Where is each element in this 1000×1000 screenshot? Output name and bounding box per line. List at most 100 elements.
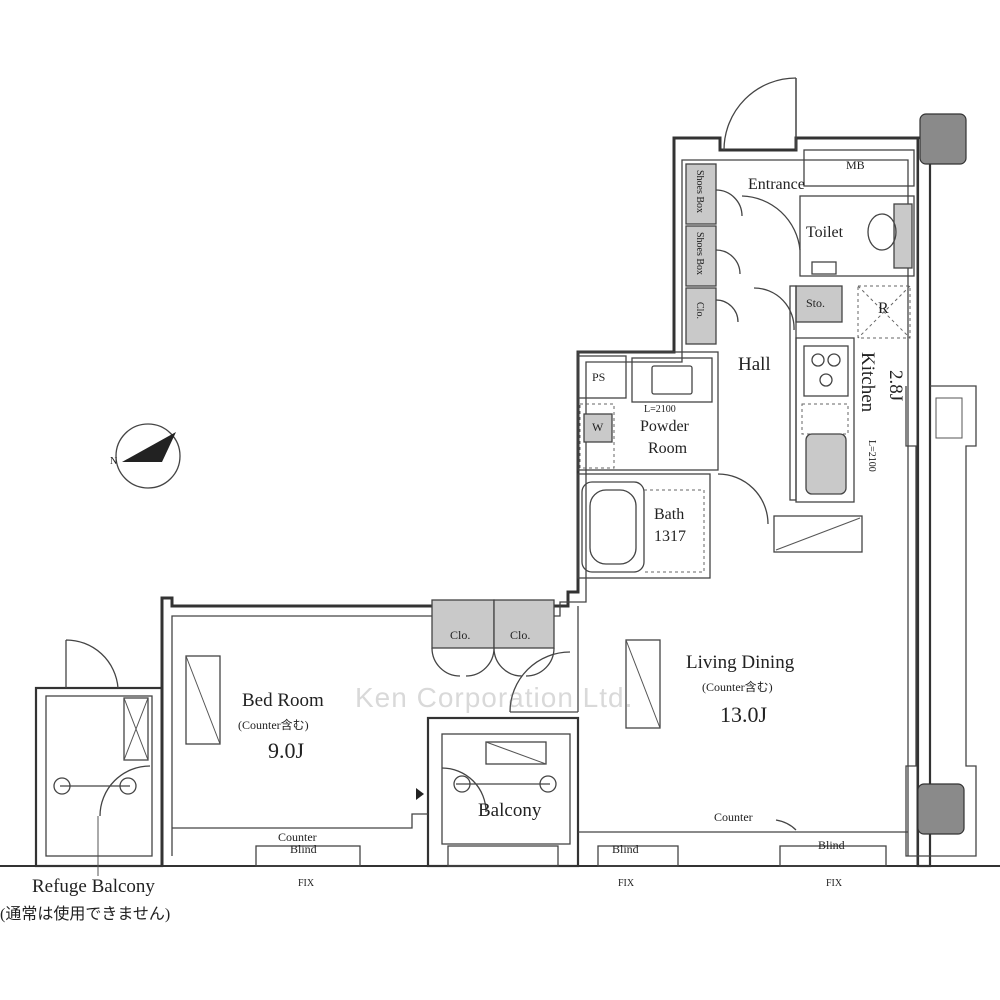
bathtub-inner bbox=[589, 489, 637, 565]
refuge-balcony-outer bbox=[34, 686, 164, 868]
fix-2-label: FIX bbox=[618, 878, 635, 889]
closet-door-swings-2 bbox=[431, 647, 555, 677]
living-wall-panel bbox=[625, 639, 661, 729]
mb-box bbox=[803, 149, 915, 187]
fix-1-label: FIX bbox=[298, 878, 315, 889]
kitchen-sink bbox=[805, 433, 847, 495]
toilet-tank bbox=[893, 203, 913, 269]
living-door-swing bbox=[509, 651, 571, 713]
powder-room-label-2: Room bbox=[648, 440, 688, 457]
refuge-balcony-label: Refuge Balcony bbox=[32, 876, 155, 897]
bath-label: Bath bbox=[654, 506, 685, 523]
bed-window bbox=[255, 845, 361, 867]
balcony-label: Balcony bbox=[478, 800, 542, 821]
closet-1 bbox=[431, 599, 495, 649]
living-window-1 bbox=[597, 845, 679, 867]
bath-door-swing bbox=[717, 473, 769, 525]
shoes-box-1-label: Shoes Box bbox=[694, 170, 705, 214]
toilet-room bbox=[799, 195, 915, 277]
balcony-drain-1 bbox=[453, 775, 471, 793]
refuge-panel bbox=[123, 697, 149, 761]
refuge-balcony-inner bbox=[45, 695, 153, 857]
living-note: (Counter含む) bbox=[702, 680, 773, 694]
hall-kitchen-wall bbox=[789, 285, 797, 501]
burner-2 bbox=[827, 353, 841, 367]
compass-ring bbox=[115, 423, 181, 489]
bath-room bbox=[577, 473, 711, 579]
toilet-sink bbox=[811, 261, 837, 275]
closet-2 bbox=[493, 599, 555, 649]
closet-door-swings bbox=[715, 189, 743, 323]
refuge-drain-2 bbox=[119, 777, 137, 795]
refuge-note: (通常は使用できません) bbox=[0, 906, 171, 923]
balcony-inner bbox=[441, 733, 571, 845]
toilet-label: Toilet bbox=[806, 224, 844, 241]
duct-shaft bbox=[905, 385, 977, 857]
partition-wall bbox=[510, 606, 579, 713]
clo-hall-label: Clo. bbox=[694, 302, 705, 319]
kitchen-bar-diag bbox=[775, 517, 861, 551]
mb-label: MB bbox=[846, 158, 865, 172]
counter-leader bbox=[775, 819, 797, 831]
shoes-box-2-label: Shoes Box bbox=[694, 232, 705, 276]
bed-room-label: Bed Room bbox=[242, 690, 324, 711]
blind-bed-label: Blind bbox=[290, 842, 317, 856]
balcony-unit-diag bbox=[485, 741, 547, 765]
burner-3 bbox=[819, 373, 833, 387]
living-size: 13.0J bbox=[720, 702, 768, 727]
bathtub bbox=[581, 481, 645, 573]
refrigerator-space bbox=[857, 285, 911, 339]
shaft-box bbox=[935, 397, 963, 439]
counter-living-label: Counter bbox=[714, 810, 753, 824]
refuge-panel-diag-2 bbox=[123, 697, 149, 761]
entrance-label: Entrance bbox=[748, 176, 805, 193]
inner-wall-outline bbox=[171, 159, 909, 856]
bed-wall-panel bbox=[185, 655, 221, 745]
blind-living-2-label: Blind bbox=[818, 838, 845, 852]
washer-label: W bbox=[592, 420, 604, 434]
refuge-hatch-swing bbox=[99, 765, 151, 817]
column-bottom bbox=[917, 783, 965, 835]
powder-room-label-1: Powder bbox=[640, 418, 689, 435]
bed-panel-diag bbox=[185, 655, 221, 745]
vanity-basin bbox=[651, 365, 693, 395]
living-panel-diag bbox=[625, 639, 661, 729]
washer-space bbox=[579, 403, 615, 469]
bed-size: 9.0J bbox=[268, 738, 305, 763]
storage-box bbox=[795, 285, 843, 323]
kitchen-cabinet bbox=[801, 403, 849, 435]
entry-arrow bbox=[416, 788, 424, 800]
watermark: Ken Corporation Ltd. bbox=[355, 682, 634, 713]
bed-bottom-wall bbox=[172, 813, 428, 829]
powder-room bbox=[577, 351, 719, 471]
blind-living-1-label: Blind bbox=[612, 842, 639, 856]
entrance-door-swing bbox=[723, 77, 797, 151]
fridge-diag-2 bbox=[857, 285, 911, 339]
compass-n-label: N bbox=[110, 456, 118, 467]
refuge-door bbox=[65, 639, 119, 689]
refrigerator-label: R bbox=[878, 300, 889, 317]
kitchen-size: 2.8J bbox=[885, 370, 906, 402]
column-top bbox=[919, 113, 967, 165]
burner-1 bbox=[811, 353, 825, 367]
balcony-door-swing bbox=[441, 767, 487, 813]
hall-label: Hall bbox=[738, 354, 771, 375]
stove-top bbox=[803, 345, 849, 397]
kitchen-ceiling-label: L=2100 bbox=[866, 440, 877, 472]
balcony-drain-2 bbox=[539, 775, 557, 793]
washer bbox=[583, 413, 613, 443]
fix-3-label: FIX bbox=[826, 878, 843, 889]
closet-2-label: Clo. bbox=[510, 628, 531, 642]
balcony-window bbox=[447, 845, 559, 867]
counter-bed-label: Counter bbox=[278, 830, 317, 844]
closet-1-label: Clo. bbox=[450, 628, 471, 642]
powder-ceiling-label: L=2100 bbox=[644, 404, 676, 415]
bath-size: 1317 bbox=[654, 528, 686, 545]
vanity bbox=[631, 357, 713, 403]
bath-area bbox=[644, 489, 705, 573]
shoes-box-2 bbox=[685, 225, 717, 287]
refuge-drain-1 bbox=[53, 777, 71, 795]
living-window-2 bbox=[779, 845, 887, 867]
compass-needle bbox=[122, 432, 176, 462]
